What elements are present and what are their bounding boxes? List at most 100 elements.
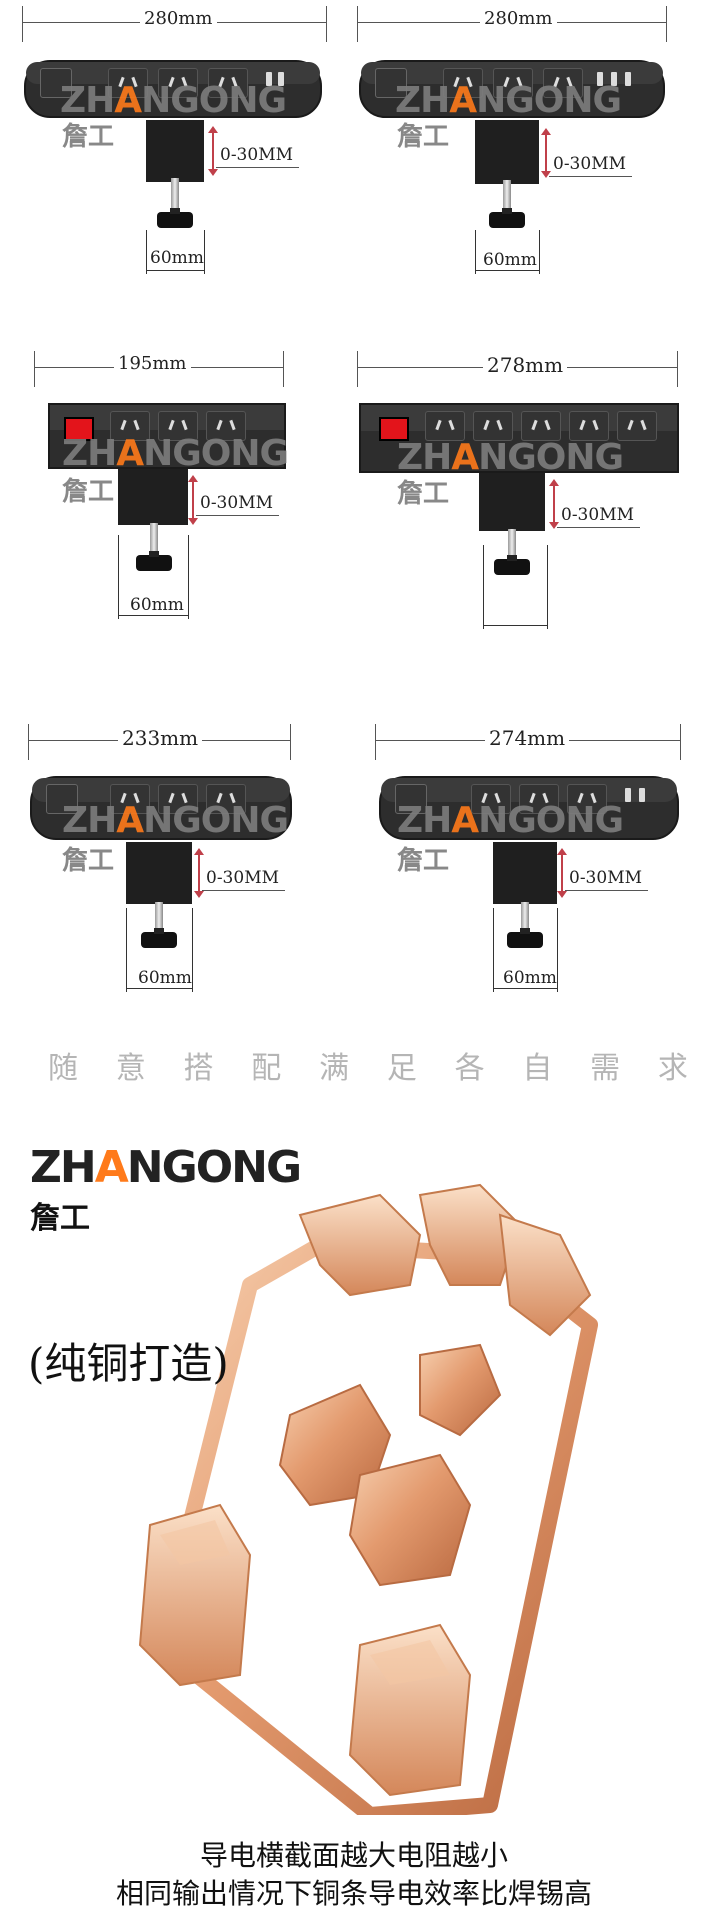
socket-icon [158,68,198,98]
screw [521,902,529,934]
tagline-char: 配 [251,1051,282,1086]
range-label: 0-30MM [196,493,280,516]
clamp [146,120,204,182]
clamp-width-label: 60mm [483,250,537,270]
power-strip [48,403,286,469]
power-strip [30,776,292,840]
width-label: 233mm [118,726,203,750]
socket-icon [519,784,559,814]
usb-port-icon [611,72,617,86]
product-6: 274mm ZHANGONG 詹工 0-30MM 60mm [355,718,695,1008]
clamp [493,842,557,904]
socket-icon [443,68,483,98]
brand-watermark: ZHANGONG [62,433,289,474]
brand-watermark: ZHANGONG [60,80,287,121]
tagline: 随 意 搭 配 满 足 各 自 需 求 [48,1043,688,1087]
tagline-char: 自 [522,1051,553,1086]
usb-port-icon [597,72,603,86]
clamp-width-label: 60mm [130,595,184,615]
brand-logo: ZHANGONG [30,1142,302,1193]
switch [46,784,78,814]
width-dimension: 233mm [20,718,360,768]
usb-port-icon [625,72,631,86]
range-label: 0-30MM [549,154,633,177]
width-label: 274mm [485,726,570,750]
screw [508,529,516,561]
width-dimension: 280mm [20,0,360,50]
socket-icon [617,411,657,441]
socket-icon [206,411,246,441]
socket-icon [493,68,533,98]
screw [171,178,179,214]
width-dimension: 195mm [20,345,360,395]
switch [40,68,72,98]
width-dimension: 278mm [355,345,695,395]
screw [503,180,511,214]
width-dimension: 274mm [355,718,695,768]
socket-icon [206,784,246,814]
product-1: 280mm ZHANGONG 詹工 0-30MM 60mm [20,0,360,290]
tagline-char: 足 [386,1051,417,1086]
brand-cn: 詹工 [62,846,115,876]
power-strip [379,776,679,840]
socket-icon [473,411,513,441]
socket-icon [569,411,609,441]
knob [136,551,172,571]
screw [150,523,158,557]
clamp-width-label: 60mm [138,968,192,988]
socket-icon [567,784,607,814]
socket-icon [158,411,198,441]
tagline-char: 随 [48,1051,78,1086]
socket-icon [108,68,148,98]
range-label: 0-30MM [202,868,286,891]
socket-icon [208,68,248,98]
power-strip [359,403,679,473]
screw [155,902,163,934]
switch [379,417,409,441]
knob [507,928,543,948]
brand-logo-cn: 詹工 [30,1201,90,1236]
tagline-char: 搭 [183,1051,214,1086]
range-arrow [188,475,198,525]
range-arrow [541,128,551,178]
range-label: 0-30MM [565,868,649,891]
range-label: 0-30MM [216,145,300,168]
clamp [118,469,188,525]
knob [141,928,177,948]
tagline-char: 意 [115,1051,146,1086]
usb-port-icon [266,72,272,86]
clamp-width-label: 60mm [503,968,557,988]
product-4: 278mm ZHANGONG 詹工 0-30MM [355,345,695,635]
socket-icon [521,411,561,441]
product-3: 195mm ZHANGONG 詹工 0-30MM 60mm [20,345,360,635]
knob [157,208,193,228]
brand-watermark: ZHANGONG [62,800,289,841]
clamp [479,473,545,531]
clamp-width-label: 60mm [150,248,204,268]
power-strip [359,60,665,118]
range-arrow [194,848,204,898]
socket-icon [110,411,150,441]
brand-cn: 詹工 [397,846,450,876]
socket-icon [543,68,583,98]
usb-port-icon [278,72,284,86]
knob [489,208,525,228]
range-arrow [208,126,218,176]
range-arrow [549,479,559,529]
clamp [475,120,539,184]
bottom-text-line-2: 相同输出情况下铜条导电效率比焊锡高 [115,1877,592,1910]
brand-cn: 詹工 [62,122,115,152]
socket-icon [110,784,150,814]
usb-port-icon [639,788,645,802]
copper-title: (纯铜打造) [28,1339,229,1388]
socket-icon [158,784,198,814]
tagline-char: 需 [590,1051,621,1086]
brand-cn: 詹工 [397,479,450,509]
width-label: 280mm [140,8,217,29]
tagline-char: 满 [319,1051,350,1086]
range-arrow [557,848,567,898]
brand-cn: 詹工 [397,122,450,152]
range-label: 0-30MM [557,505,641,528]
width-label: 278mm [483,353,568,377]
knob [494,555,530,575]
